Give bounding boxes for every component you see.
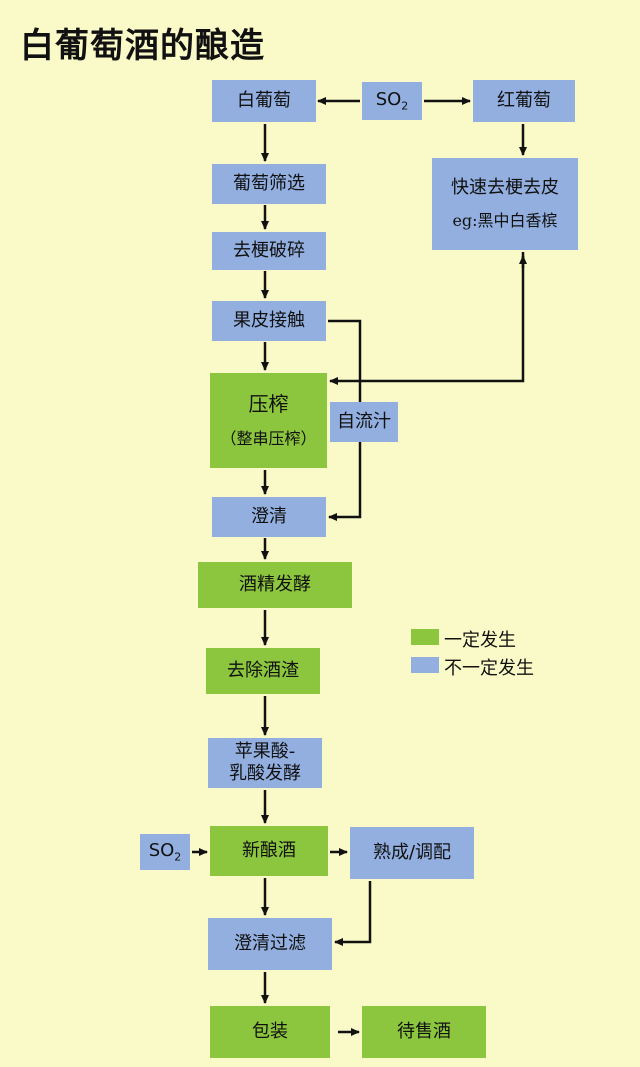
node-clarify: 澄清 bbox=[212, 497, 326, 537]
node-clarify-filter: 澄清过滤 bbox=[208, 918, 332, 970]
node-skin-contact-label: 果皮接触 bbox=[233, 309, 305, 331]
arrow-quick-destem-to-press bbox=[329, 252, 525, 385]
node-malolactic-fermentation: 苹果酸- 乳酸发酵 bbox=[208, 738, 322, 788]
legend-label-blue: 不一定发生 bbox=[444, 658, 534, 679]
node-so2-bottom-label: SO2 bbox=[149, 840, 182, 864]
node-quick-destem: 快速去梗去皮 eg:黑中白香槟 bbox=[432, 158, 578, 250]
so2-bottom-text: SO bbox=[148, 839, 175, 861]
node-press: 压榨 （整串压榨） bbox=[210, 373, 327, 468]
node-destem-crush-label: 去梗破碎 bbox=[233, 239, 305, 261]
node-so2-bottom: SO2 bbox=[140, 834, 190, 870]
node-clarify-filter-label: 澄清过滤 bbox=[234, 932, 306, 954]
node-package: 包装 bbox=[210, 1006, 330, 1058]
node-for-sale-label: 待售酒 bbox=[397, 1020, 451, 1042]
node-alcohol-fermentation-label: 酒精发酵 bbox=[239, 573, 311, 595]
so2-top-subscript: 2 bbox=[401, 99, 409, 113]
node-mlf-line1: 苹果酸- bbox=[234, 740, 296, 762]
node-remove-lees-label: 去除酒渣 bbox=[227, 659, 299, 681]
node-for-sale: 待售酒 bbox=[362, 1006, 486, 1058]
node-so2-top: SO2 bbox=[362, 82, 422, 120]
node-clarify-label: 澄清 bbox=[251, 505, 287, 527]
legend-swatch-blue bbox=[411, 657, 439, 673]
node-white-grape: 白葡萄 bbox=[212, 80, 316, 122]
node-remove-lees: 去除酒渣 bbox=[206, 648, 320, 694]
node-aging-blending-label: 熟成/调配 bbox=[372, 841, 452, 863]
node-free-run-juice-label: 自流汁 bbox=[337, 410, 391, 432]
so2-bottom-subscript: 2 bbox=[174, 850, 182, 864]
node-alcohol-fermentation: 酒精发酵 bbox=[198, 562, 352, 608]
node-so2-top-label: SO2 bbox=[376, 89, 409, 113]
node-quick-destem-example: eg:黑中白香槟 bbox=[452, 211, 558, 231]
arrow-aging-to-filter bbox=[334, 881, 372, 946]
node-grape-sort-label: 葡萄筛选 bbox=[233, 172, 305, 194]
node-press-sub: （整串压榨） bbox=[220, 429, 317, 448]
node-new-wine-label: 新酿酒 bbox=[242, 839, 296, 861]
node-white-grape-label: 白葡萄 bbox=[237, 89, 291, 111]
node-red-grape: 红葡萄 bbox=[473, 80, 575, 122]
legend-label-green: 一定发生 bbox=[444, 630, 516, 651]
node-red-grape-label: 红葡萄 bbox=[497, 89, 551, 111]
node-destem-crush: 去梗破碎 bbox=[212, 232, 326, 270]
node-quick-destem-label: 快速去梗去皮 bbox=[451, 176, 559, 198]
node-aging-blending: 熟成/调配 bbox=[350, 827, 474, 879]
node-new-wine: 新酿酒 bbox=[210, 826, 328, 876]
arrow-skin-to-clarify bbox=[328, 319, 362, 402]
node-grape-sort: 葡萄筛选 bbox=[212, 164, 326, 204]
legend-swatch-green bbox=[411, 629, 439, 645]
diagram-title: 白葡萄酒的酿造 bbox=[20, 26, 265, 66]
node-free-run-juice: 自流汁 bbox=[330, 402, 398, 442]
node-package-label: 包装 bbox=[252, 1020, 288, 1042]
node-press-label: 压榨 bbox=[248, 392, 289, 416]
node-mlf-line2: 乳酸发酵 bbox=[229, 763, 301, 784]
so2-top-text: SO bbox=[375, 88, 402, 110]
node-skin-contact: 果皮接触 bbox=[212, 301, 326, 341]
